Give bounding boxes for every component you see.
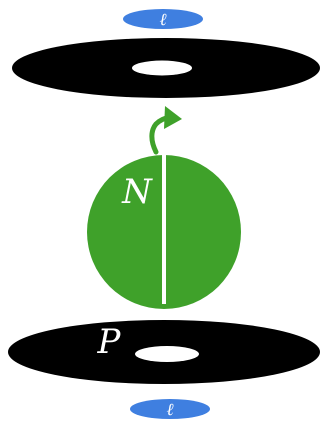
top-disk [12,38,320,98]
rotation-arrow-icon [152,106,182,152]
bottom-tag-label: ℓ [166,400,173,420]
bottom-disk-hole [135,346,199,362]
bottom-tag: ℓ [130,399,210,420]
sphere-label: N [121,172,153,212]
top-tag: ℓ [123,9,203,30]
top-disk-hole [132,61,192,76]
top-tag-label: ℓ [159,10,166,30]
bottom-disk: P [8,320,320,384]
rotation-arrow-head [164,106,182,129]
bottom-disk-label: P [97,322,122,362]
sphere: N [87,152,241,309]
